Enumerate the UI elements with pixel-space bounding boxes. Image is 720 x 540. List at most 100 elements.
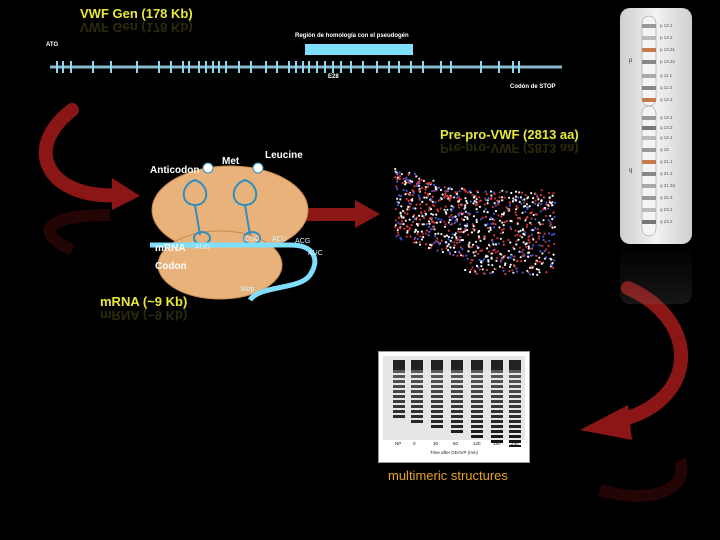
- protein-atom: [397, 233, 400, 236]
- gel-band: [393, 405, 405, 408]
- gel-band: [431, 385, 443, 388]
- gel-band: [491, 420, 503, 423]
- protein-atom: [537, 198, 540, 201]
- protein-atom: [439, 188, 443, 192]
- gel-band: [451, 425, 463, 428]
- protein-atom: [527, 196, 530, 199]
- protein-atom: [410, 223, 413, 227]
- protein-atom: [492, 249, 495, 252]
- mrna-title-reflection: mRNA (~9 Kb): [100, 308, 188, 323]
- homology-label: Región de homología con el pseudogén: [295, 33, 409, 39]
- protein-atom: [436, 208, 439, 211]
- chromosome-band-label: q 12.2: [660, 97, 673, 102]
- protein-atom: [457, 200, 460, 203]
- protein-atom: [536, 204, 540, 207]
- protein-atom: [532, 197, 535, 200]
- exon-mark: [480, 61, 482, 73]
- p-arm-label: p: [629, 58, 633, 64]
- protein-atom: [502, 269, 505, 272]
- protein-atom: [552, 211, 555, 214]
- protein-atom: [394, 207, 397, 211]
- protein-atom: [415, 216, 418, 219]
- protein-atom: [475, 220, 478, 224]
- protein-atom: [404, 219, 407, 222]
- protein-atom: [401, 209, 405, 213]
- protein-atom: [453, 221, 456, 224]
- protein-atom: [412, 191, 415, 194]
- protein-atom: [405, 178, 408, 181]
- protein-atom: [399, 211, 402, 214]
- arrow-chromosome-to-gel-head: [580, 405, 632, 440]
- protein-atom: [475, 208, 478, 211]
- protein-atom: [538, 256, 541, 259]
- protein-atom: [428, 209, 431, 212]
- protein-atom: [517, 230, 520, 233]
- protein-atom: [522, 241, 525, 244]
- protein-atom: [425, 223, 428, 226]
- protein-atom: [530, 217, 533, 220]
- protein-atom: [520, 202, 523, 205]
- protein-atom: [454, 215, 457, 218]
- protein-atom: [418, 214, 421, 217]
- protein-atom: [451, 233, 454, 236]
- protein-atom: [466, 224, 469, 227]
- ribosome-small-subunit: [157, 230, 283, 300]
- protein-atom: [411, 194, 414, 197]
- protein-atom: [401, 220, 404, 223]
- mrna-title: mRNA (~9 Kb): [100, 294, 188, 309]
- protein-atom: [454, 191, 457, 194]
- protein-atom: [397, 201, 400, 204]
- protein-atom: [547, 219, 550, 222]
- protein-atom: [400, 205, 403, 208]
- protein-atom: [492, 212, 495, 215]
- gel-band: [471, 375, 483, 378]
- protein-atom: [440, 233, 443, 236]
- protein-atom: [469, 200, 472, 203]
- protein-atom: [413, 172, 416, 176]
- exon-mark: [376, 61, 378, 73]
- protein-atom: [515, 270, 519, 273]
- gel-band: [509, 435, 521, 438]
- protein-atom: [535, 254, 538, 257]
- exon-mark: [198, 61, 200, 73]
- exon-mark: [362, 61, 364, 73]
- protein-atom: [395, 185, 398, 188]
- protein-atom: [405, 176, 408, 180]
- gel-band: [431, 410, 443, 413]
- protein-atom: [418, 181, 421, 184]
- protein-atom: [536, 194, 539, 197]
- stop-label: Codón de STOP: [510, 84, 556, 90]
- protein-atom: [534, 227, 537, 230]
- protein-atom: [500, 199, 503, 202]
- protein-atom: [468, 241, 471, 244]
- gel-band: [431, 375, 443, 378]
- anticodon-label: Anticodon: [150, 165, 200, 176]
- gel-band: [431, 370, 443, 373]
- protein-atom: [428, 192, 431, 195]
- protein-atom: [446, 244, 449, 248]
- protein-atom: [413, 185, 416, 188]
- exon-mark: [205, 61, 207, 73]
- protein-atom: [478, 196, 481, 199]
- gel-band: [491, 435, 503, 438]
- protein-atom: [396, 187, 399, 190]
- gel-band: [393, 385, 405, 388]
- gel-band: [411, 420, 423, 423]
- protein-atom: [521, 250, 524, 254]
- protein-atom: [489, 190, 493, 193]
- protein-atom: [509, 219, 512, 222]
- protein-atom: [515, 213, 518, 216]
- chromosome-band-label: q 22.3: [660, 195, 673, 200]
- protein-structure: [394, 167, 557, 276]
- protein-atom: [428, 217, 431, 220]
- protein-atom: [456, 241, 459, 244]
- protein-atom: [450, 213, 453, 217]
- protein-atom: [494, 267, 497, 271]
- protein-atom: [418, 184, 421, 188]
- protein-atom: [427, 181, 430, 184]
- protein-atom: [539, 250, 542, 253]
- protein-atom: [514, 199, 518, 202]
- exon-mark: [276, 61, 278, 73]
